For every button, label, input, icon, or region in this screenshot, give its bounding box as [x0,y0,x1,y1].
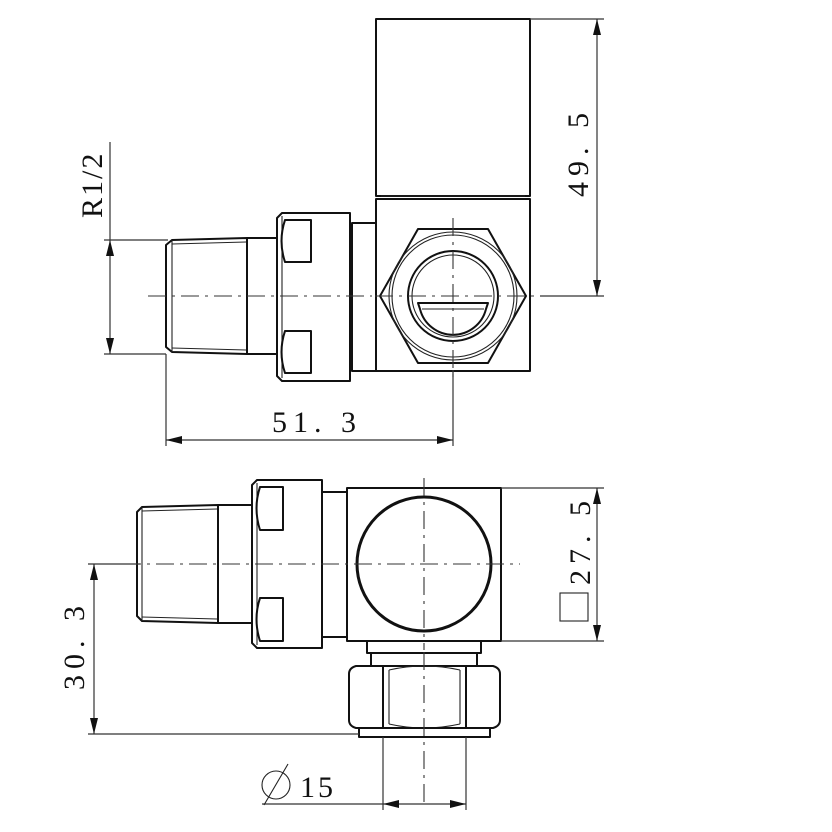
union-nut-top [251,479,323,649]
dimension-pipe-diameter: 15 [261,737,467,810]
head-height-label: 49. 5 [562,107,595,197]
pipe-diameter-label: 15 [300,771,336,804]
body-square-label: 27. 5 [564,495,597,585]
valve-head-cap [375,18,531,197]
thread-size-label: R1/2 [76,152,109,218]
dimension-outlet-offset: 30. 3 [58,563,359,735]
dimension-overall-length: 51. 3 [165,354,454,446]
spindle-slot [417,302,489,336]
union-nut [276,212,351,382]
overall-length-label: 51. 3 [272,406,362,439]
compression-nut [348,665,501,729]
dimension-thread-size: R1/2 [76,142,168,355]
front-view [148,18,540,382]
outlet-offset-label: 30. 3 [58,600,91,690]
diameter-symbol-icon [261,763,291,806]
top-view [90,478,520,808]
dimension-body-square: 27. 5 [501,487,604,642]
dimension-head-height: 49. 5 [530,18,604,297]
square-symbol-icon [559,592,589,622]
